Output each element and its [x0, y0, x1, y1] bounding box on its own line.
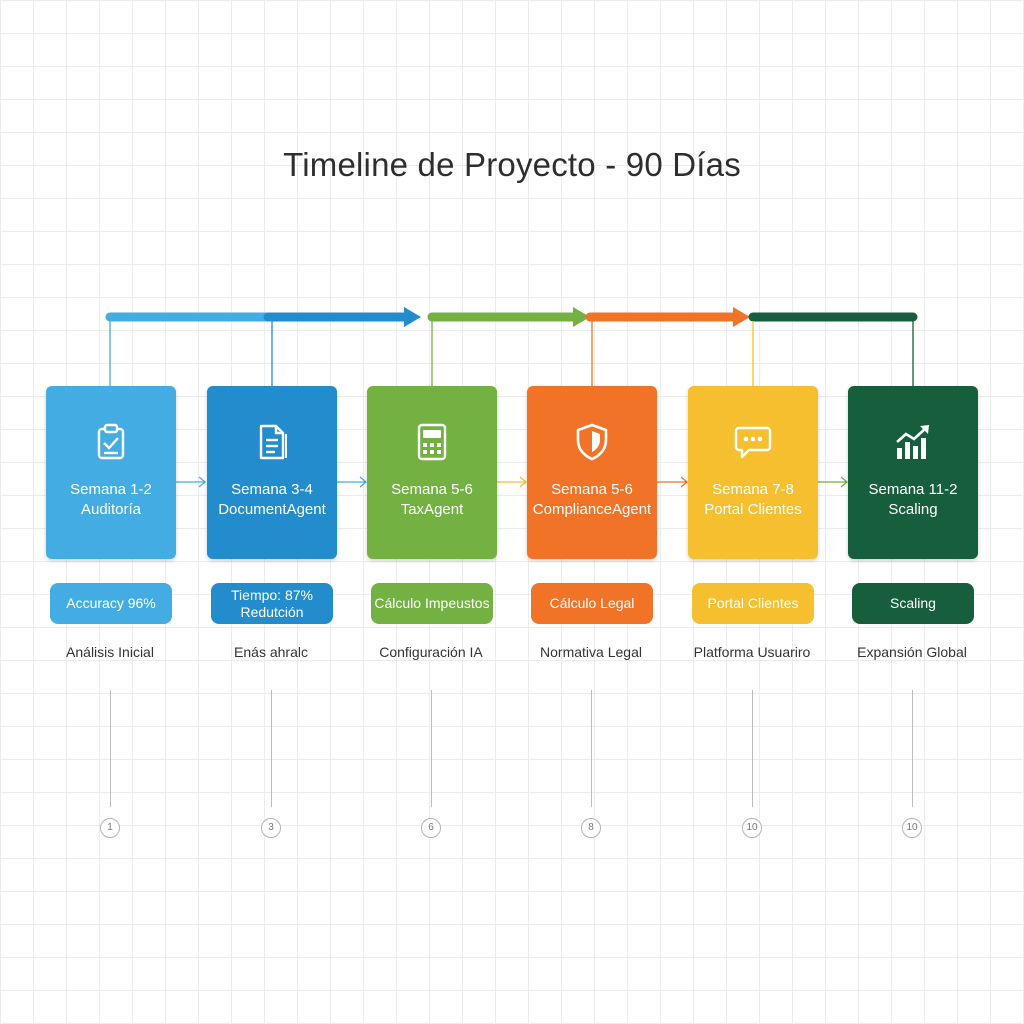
clipboard-check-icon [97, 423, 125, 460]
timeline-arrowhead-4 [733, 307, 750, 327]
phase-card: Semana 11-2 Scaling [848, 386, 978, 559]
phase-card: Semana 5-6 ComplianceAgent [527, 386, 657, 559]
card-connector-3 [497, 476, 528, 488]
phase-caption: Enás ahralc [234, 644, 308, 660]
phase-5: Semana 7-8 Portal Clientes Portal Client… [642, 0, 818, 838]
phase-caption: Platforma Usuariro [693, 644, 811, 660]
phase-badge: Accuracy 96% [50, 583, 172, 624]
timeline-arrowhead-3 [573, 307, 590, 327]
card-connector-4 [657, 476, 689, 488]
phase-stem [271, 690, 272, 807]
chat-bubble-icon [734, 426, 772, 459]
card-connector-2 [336, 476, 368, 488]
timeline-arrowhead-2 [404, 307, 421, 327]
step-number: 10 [742, 818, 762, 838]
phase-card: Semana 3-4 DocumentAgent [207, 386, 337, 559]
phase-badge: Scaling [852, 583, 974, 624]
phase-stem [431, 690, 432, 807]
step-number: 3 [261, 818, 281, 838]
phase-6: Semana 11-2 Scaling Scaling Expansión Gl… [802, 0, 978, 838]
phase-name: DocumentAgent [218, 501, 326, 518]
phase-caption: Configuración IA [379, 644, 483, 660]
phase-name: Auditoría [80, 501, 142, 518]
phase-card: Semana 7-8 Portal Clientes [688, 386, 818, 559]
phase-stem [591, 690, 592, 807]
page-title: Timeline de Proyecto - 90 Días [283, 146, 741, 183]
phase-caption: Expansión Global [857, 644, 967, 660]
phase-card: Semana 1-2 Auditoría [46, 386, 176, 559]
phase-stem [912, 690, 913, 807]
phase-name: TaxAgent [400, 501, 464, 518]
step-number: 10 [902, 818, 922, 838]
phase-stem [752, 690, 753, 807]
phase-2: Semana 3-4 DocumentAgent Tiempo: 87% Red… [161, 0, 337, 838]
phase-1: Semana 1-2 Auditoría Accuracy 96% Anális… [0, 0, 176, 838]
step-number: 6 [421, 818, 441, 838]
shield-icon [576, 423, 608, 461]
phase-week: Semana 7-8 [712, 481, 794, 498]
phase-week: Semana 5-6 [391, 481, 473, 498]
phase-badge: Portal Clientes [692, 583, 814, 624]
phase-name: Scaling [888, 501, 938, 518]
calculator-icon [417, 423, 447, 461]
growth-chart-icon [896, 425, 929, 459]
phase-name: ComplianceAgent [532, 501, 652, 518]
step-number: 1 [100, 818, 120, 838]
phase-stem [110, 690, 111, 807]
card-connector-1 [176, 476, 207, 488]
phase-badge: Cálculo Legal [531, 583, 653, 624]
phase-3: Semana 5-6 TaxAgent Cálculo Impeustos Co… [321, 0, 497, 838]
phase-week: Semana 5-6 [551, 481, 633, 498]
card-connector-5 [818, 476, 849, 488]
document-icon [259, 424, 287, 460]
phase-4: Semana 5-6 ComplianceAgent Cálculo Legal… [481, 0, 657, 838]
step-number: 8 [581, 818, 601, 838]
phase-card: Semana 5-6 TaxAgent [367, 386, 497, 559]
phase-badge: Tiempo: 87% Redutción [211, 583, 333, 624]
phase-week: Semana 1-2 [70, 481, 152, 498]
phase-week: Semana 3-4 [231, 481, 313, 498]
phase-caption: Normativa Legal [540, 644, 642, 660]
phase-name: Portal Clientes [704, 501, 802, 518]
phase-caption: Análisis Inicial [66, 644, 154, 660]
phase-badge: Cálculo Impeustos [371, 583, 493, 624]
phase-week: Semana 11-2 [868, 481, 958, 498]
